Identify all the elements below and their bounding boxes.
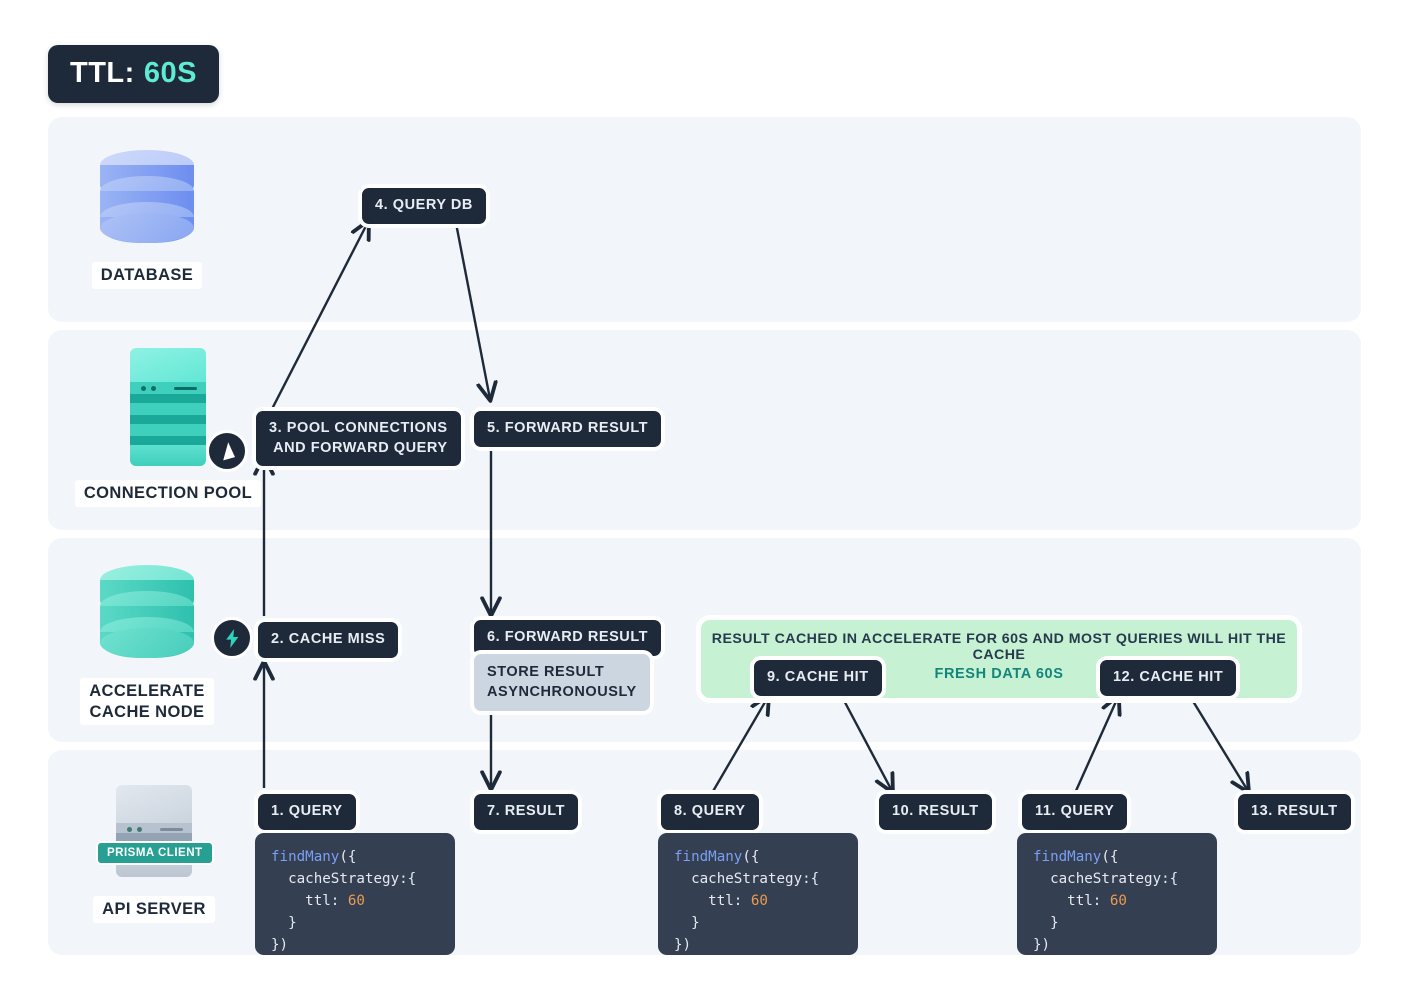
note-store-result-asynchronously: STORE RESULT ASYNCHRONOUSLY xyxy=(474,654,650,712)
node-label-connection-pool: CONNECTION POOL xyxy=(74,480,262,507)
step-label-3-pool-connections[interactable]: 3. POOL CONNECTIONS AND FORWARD QUERY xyxy=(256,411,461,467)
code-line4-1: } xyxy=(271,915,297,931)
prisma-client-tag: PRISMA CLIENT xyxy=(96,841,214,865)
prisma-logo-icon xyxy=(206,430,248,472)
step-label-8-query[interactable]: 8. QUERY xyxy=(661,794,759,830)
code-block-1: findMany({ cacheStrategy:{ ttl: 60 } }) xyxy=(255,833,455,955)
code-line4-3: } xyxy=(1033,915,1059,931)
node-label-database: DATABASE xyxy=(91,262,203,289)
step-label-5-forward-result[interactable]: 5. FORWARD RESULT xyxy=(474,411,662,447)
step-label-11-query[interactable]: 11. QUERY xyxy=(1022,794,1128,830)
node-api-server: PRISMA CLIENT API SERVER xyxy=(54,785,254,923)
fresh-data-label: FRESH DATA 60S xyxy=(934,666,1064,682)
ttl-badge-value: 60S xyxy=(143,57,197,89)
code-fn-2: findMany xyxy=(674,849,743,865)
lightning-bolt-icon xyxy=(211,617,253,659)
step-label-4-query-db[interactable]: 4. QUERY DB xyxy=(362,188,486,224)
prisma-logo-glyph xyxy=(222,441,235,460)
step-label-9-cache-hit[interactable]: 9. CACHE HIT xyxy=(754,660,882,696)
code-line3-label-2: ttl: xyxy=(674,893,751,909)
step-label-10-result[interactable]: 10. RESULT xyxy=(879,794,992,830)
code-rest-2: ({ xyxy=(742,849,760,865)
cache-cylinder-icon xyxy=(100,565,253,663)
code-line5-3: }) xyxy=(1033,937,1051,953)
node-database: DATABASE xyxy=(47,150,247,289)
code-block-3: findMany({ cacheStrategy:{ ttl: 60 } }) xyxy=(1017,833,1217,955)
server-stack-icon xyxy=(130,348,248,472)
code-rest-3: ({ xyxy=(1101,849,1119,865)
code-fn-1: findMany xyxy=(271,849,340,865)
code-line5-2: }) xyxy=(674,937,692,953)
cache-band-title: RESULT CACHED IN ACCELERATE FOR 60S AND … xyxy=(711,631,1287,663)
code-fn-3: findMany xyxy=(1033,849,1102,865)
code-line3-value-1: 60 xyxy=(347,893,365,909)
code-line2-2: cacheStrategy:{ xyxy=(674,871,820,887)
code-line4-2: } xyxy=(674,915,700,931)
ttl-badge-label: TTL: xyxy=(70,57,135,89)
node-label-accelerate-cache: ACCELERATE CACHE NODE xyxy=(80,678,214,726)
lightning-bolt-glyph xyxy=(225,628,238,648)
ttl-badge: TTL: 60S xyxy=(48,45,219,103)
step-label-2-cache-miss[interactable]: 2. CACHE MISS xyxy=(258,622,399,658)
api-server-icon: PRISMA CLIENT xyxy=(96,785,214,881)
code-line5-1: }) xyxy=(271,937,289,953)
code-line3-label-3: ttl: xyxy=(1033,893,1110,909)
node-accelerate-cache: ACCELERATE CACHE NODE xyxy=(47,565,253,726)
step-label-13-result[interactable]: 13. RESULT xyxy=(1238,794,1351,830)
node-label-api-server: API SERVER xyxy=(93,896,215,923)
code-line2-3: cacheStrategy:{ xyxy=(1033,871,1179,887)
code-rest-1: ({ xyxy=(339,849,357,865)
database-cylinder-icon xyxy=(100,150,194,248)
step-label-1-query[interactable]: 1. QUERY xyxy=(258,794,356,830)
node-connection-pool: CONNECTION POOL xyxy=(68,348,268,507)
row-band-database xyxy=(48,117,1361,322)
step-label-12-cache-hit[interactable]: 12. CACHE HIT xyxy=(1100,660,1237,696)
code-line3-value-2: 60 xyxy=(750,893,768,909)
step-label-6-forward-result[interactable]: 6. FORWARD RESULT xyxy=(474,620,662,656)
code-line3-value-3: 60 xyxy=(1109,893,1127,909)
code-block-2: findMany({ cacheStrategy:{ ttl: 60 } }) xyxy=(658,833,858,955)
code-line3-label-1: ttl: xyxy=(271,893,348,909)
step-label-7-result[interactable]: 7. RESULT xyxy=(474,794,578,830)
code-line2-1: cacheStrategy:{ xyxy=(271,871,417,887)
